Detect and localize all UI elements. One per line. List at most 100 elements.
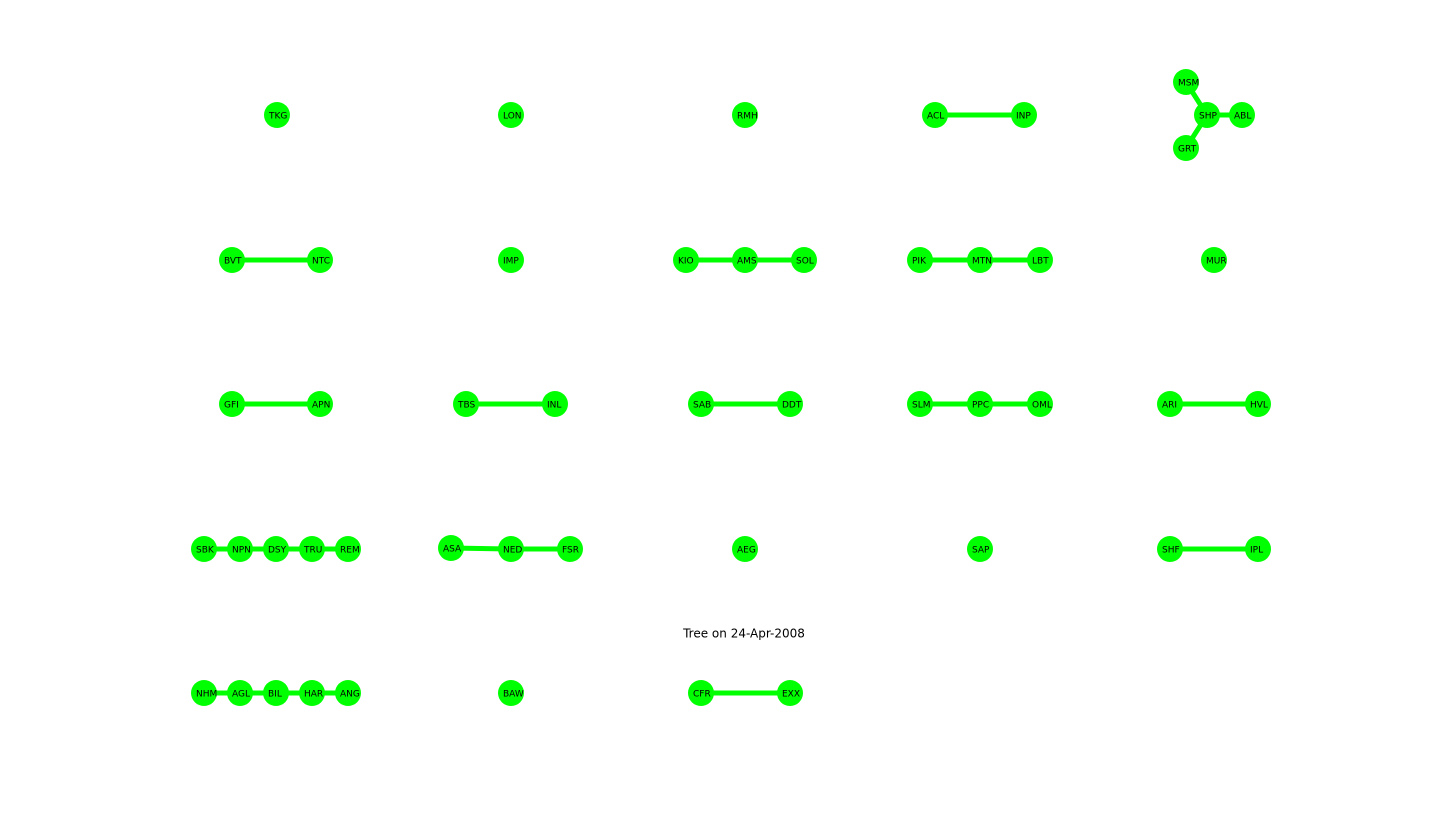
node-circle xyxy=(227,680,253,706)
node-ned: NED xyxy=(498,536,524,562)
node-apn: APN xyxy=(307,391,333,417)
figure-title: Tree on 24-Apr-2008 xyxy=(682,627,805,641)
node-msm: MSM xyxy=(1173,69,1199,95)
node-circle xyxy=(688,680,714,706)
node-slm: SLM xyxy=(907,391,933,417)
node-pik: PIK xyxy=(907,247,933,273)
node-label: HVL xyxy=(1250,401,1268,411)
node-label: RMH xyxy=(737,112,758,122)
node-mur: MUR xyxy=(1201,247,1227,273)
node-label: BAW xyxy=(503,690,524,700)
node-label: AEG xyxy=(737,546,756,556)
node-npn: NPN xyxy=(227,536,253,562)
node-mtn: MTN xyxy=(967,247,993,273)
node-circle xyxy=(191,680,217,706)
node-ppc: PPC xyxy=(967,391,993,417)
node-sab: SAB xyxy=(688,391,714,417)
node-nhm: NHM xyxy=(191,680,217,706)
node-circle xyxy=(1011,102,1037,128)
node-circle xyxy=(907,247,933,273)
node-label: TKG xyxy=(268,112,287,122)
node-circle xyxy=(967,247,993,273)
node-oml: OML xyxy=(1027,391,1053,417)
node-label: SOL xyxy=(796,257,814,267)
node-baw: BAW xyxy=(498,680,524,706)
node-circle xyxy=(907,391,933,417)
node-inl: INL xyxy=(542,391,568,417)
node-ang: ANG xyxy=(335,680,361,706)
node-circle xyxy=(498,102,524,128)
node-circle xyxy=(1173,69,1199,95)
node-label: BIL xyxy=(268,690,282,700)
node-label: CFR xyxy=(693,690,711,700)
node-lon: LON xyxy=(498,102,524,128)
node-label: AMS xyxy=(737,257,757,267)
node-label: SBK xyxy=(196,546,215,556)
node-circle xyxy=(688,391,714,417)
node-label: PIK xyxy=(912,257,927,267)
node-circle xyxy=(732,102,758,128)
node-acl: ACL xyxy=(922,102,948,128)
node-label: BVT xyxy=(224,257,242,267)
node-circle xyxy=(498,680,524,706)
node-label: DDT xyxy=(782,401,802,411)
node-tbs: TBS xyxy=(453,391,479,417)
node-label: LBT xyxy=(1032,257,1049,267)
node-label: EXX xyxy=(782,690,800,700)
node-inp: INP xyxy=(1011,102,1037,128)
node-hvl: HVL xyxy=(1245,391,1271,417)
node-label: KIO xyxy=(678,257,694,267)
node-har: HAR xyxy=(299,680,325,706)
node-sbk: SBK xyxy=(191,536,217,562)
node-circle xyxy=(1201,247,1227,273)
node-ari: ARI xyxy=(1157,391,1183,417)
node-imp: IMP xyxy=(498,247,524,273)
node-shp: SHP xyxy=(1194,102,1220,128)
node-circle xyxy=(1027,391,1053,417)
node-circle xyxy=(777,680,803,706)
node-circle xyxy=(498,247,524,273)
node-circle xyxy=(498,536,524,562)
node-ams: AMS xyxy=(732,247,758,273)
node-circle xyxy=(263,680,289,706)
node-circle xyxy=(967,391,993,417)
node-circle xyxy=(732,536,758,562)
node-label: IPL xyxy=(1250,546,1263,556)
node-label: MUR xyxy=(1206,257,1227,267)
node-circle xyxy=(335,536,361,562)
node-label: GFI xyxy=(224,401,239,411)
node-rmh: RMH xyxy=(732,102,758,128)
node-sol: SOL xyxy=(791,247,817,273)
node-bvt: BVT xyxy=(219,247,245,273)
node-circle xyxy=(1157,536,1183,562)
node-circle xyxy=(557,536,583,562)
node-label: SLM xyxy=(912,401,931,411)
node-label: NHM xyxy=(196,690,217,700)
node-dsy: DSY xyxy=(263,536,289,562)
node-circle xyxy=(299,536,325,562)
node-ipl: IPL xyxy=(1245,536,1271,562)
node-circle xyxy=(335,680,361,706)
node-label: INL xyxy=(547,401,561,411)
node-circle xyxy=(263,536,289,562)
node-label: SHP xyxy=(1199,112,1217,122)
node-label: MTN xyxy=(972,257,992,267)
node-circle xyxy=(219,391,245,417)
node-circle xyxy=(438,535,464,561)
node-label: ABL xyxy=(1234,112,1251,122)
node-label: LON xyxy=(503,112,522,122)
node-ntc: NTC xyxy=(307,247,333,273)
node-label: ASA xyxy=(443,545,462,555)
node-circle xyxy=(542,391,568,417)
node-bil: BIL xyxy=(263,680,289,706)
node-label: AGL xyxy=(232,690,250,700)
node-label: HAR xyxy=(304,690,323,700)
node-label: ANG xyxy=(340,690,360,700)
node-circle xyxy=(922,102,948,128)
node-circle xyxy=(453,391,479,417)
node-circle xyxy=(1229,102,1255,128)
node-circle xyxy=(1194,102,1220,128)
